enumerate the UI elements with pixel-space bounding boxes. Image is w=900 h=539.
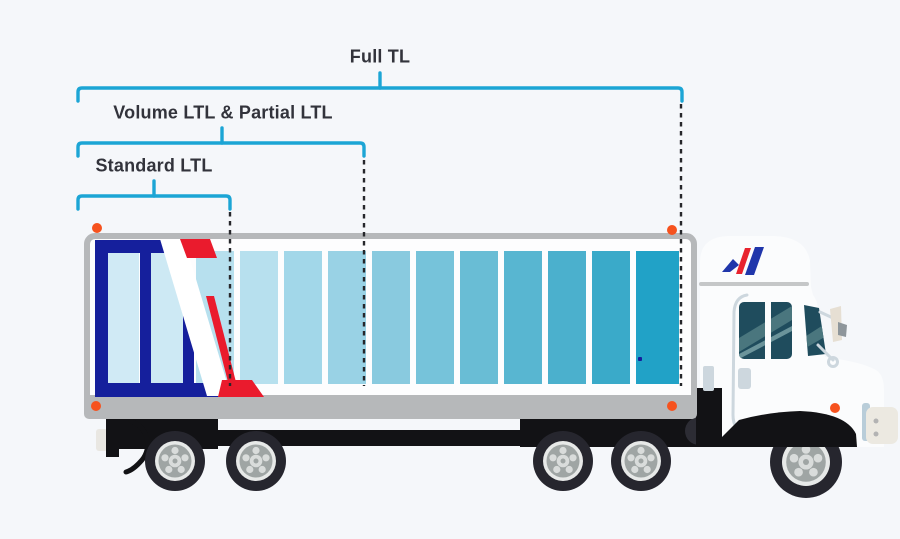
trailer-wheel <box>226 431 286 491</box>
full-tl-label: Full TL <box>349 46 411 67</box>
trailer-wheel <box>533 431 593 491</box>
small-dot <box>638 357 642 361</box>
cab-marker-light <box>830 403 840 413</box>
marker-light <box>92 223 102 233</box>
cargo-panel <box>504 251 542 384</box>
trailer-wheel <box>611 431 671 491</box>
bracket-volume-partial-ltl <box>76 126 366 158</box>
bracket-full-tl <box>76 71 684 103</box>
cargo-panel <box>284 251 322 384</box>
carrier-logo <box>722 247 764 275</box>
marker-light <box>667 225 677 235</box>
door-handle <box>738 368 751 389</box>
cab-step <box>703 366 714 391</box>
door-window <box>739 301 792 360</box>
standard-ltl-label: Standard LTL <box>95 155 213 176</box>
mudflap <box>96 429 108 451</box>
front-bumper <box>866 407 898 444</box>
side-mirror <box>816 306 847 368</box>
cargo-panel <box>592 251 630 384</box>
truck-cab <box>696 236 898 447</box>
cargo-panel <box>328 251 366 384</box>
cargo-panel <box>240 251 278 384</box>
tear-stripe-white <box>160 239 231 396</box>
trailer-bottom-rail <box>84 395 697 419</box>
truck-trailer <box>84 223 697 419</box>
air-hose <box>123 418 151 475</box>
cargo-panel <box>372 251 410 384</box>
volume-ltl-label: Volume LTL & Partial LTL <box>113 102 333 123</box>
cargo-panel <box>108 251 139 384</box>
bracket-standard-ltl <box>76 179 232 211</box>
cab-fender <box>712 411 857 447</box>
marker-light <box>91 401 101 411</box>
catwalk <box>696 388 722 447</box>
cargo-panel <box>416 251 454 384</box>
standard-ltl-frame <box>95 240 219 397</box>
cargo-panel <box>636 251 679 384</box>
guide-lines <box>228 104 683 386</box>
cargo-panel <box>460 251 498 384</box>
cargo-panel <box>548 251 586 384</box>
marker-light <box>667 401 677 411</box>
trailer-wheel <box>145 431 205 491</box>
